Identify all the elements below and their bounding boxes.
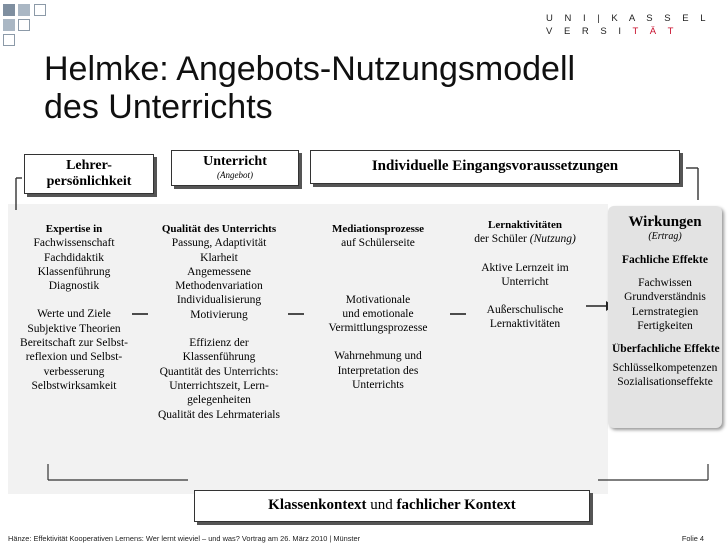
mediation-column: Mediationsprozesse auf Schülerseite Moti… xyxy=(328,223,428,392)
logo-line2: V E R S I T Ä T xyxy=(545,26,678,37)
title-line1: Helmke: Angebots-Nutzungsmodell xyxy=(44,50,576,88)
expertise-column: Expertise in Fachwissenschaft Fachdidakt… xyxy=(20,223,128,392)
model-diagram: Lehrer- persönlichkeit Unterricht (Angeb… xyxy=(8,148,724,534)
qualitaet-column: Qualität des Unterrichts Passung, Adapti… xyxy=(158,223,280,421)
kontext-box: Klassenkontext und fachlicher Kontext xyxy=(194,490,590,522)
wirkungen-box: Wirkungen (Ertrag) Fachliche Effekte Fac… xyxy=(608,206,722,428)
title-line2: des Unterrichts xyxy=(44,88,273,126)
university-logo: U N I | K A S S E L V E R S I T Ä T xyxy=(546,12,710,38)
top-stripe xyxy=(0,0,728,5)
unterricht-box: Unterricht (Angebot) xyxy=(171,150,299,186)
slide-title: Helmke: Angebots-Nutzungsmodell des Unte… xyxy=(44,50,575,126)
lehrer-box: Lehrer- persönlichkeit xyxy=(24,154,154,194)
eingang-box: Individuelle Eingangsvoraussetzungen xyxy=(310,150,680,184)
slide-number: Folie 4 xyxy=(681,534,704,543)
lern-column: Lernaktivitäten der Schüler (Nutzung) Ak… xyxy=(474,219,576,331)
logo-line1: U N I | K A S S E L xyxy=(545,13,710,24)
footer-text: Hänze: Effektivität Kooperativen Lernens… xyxy=(8,534,361,543)
